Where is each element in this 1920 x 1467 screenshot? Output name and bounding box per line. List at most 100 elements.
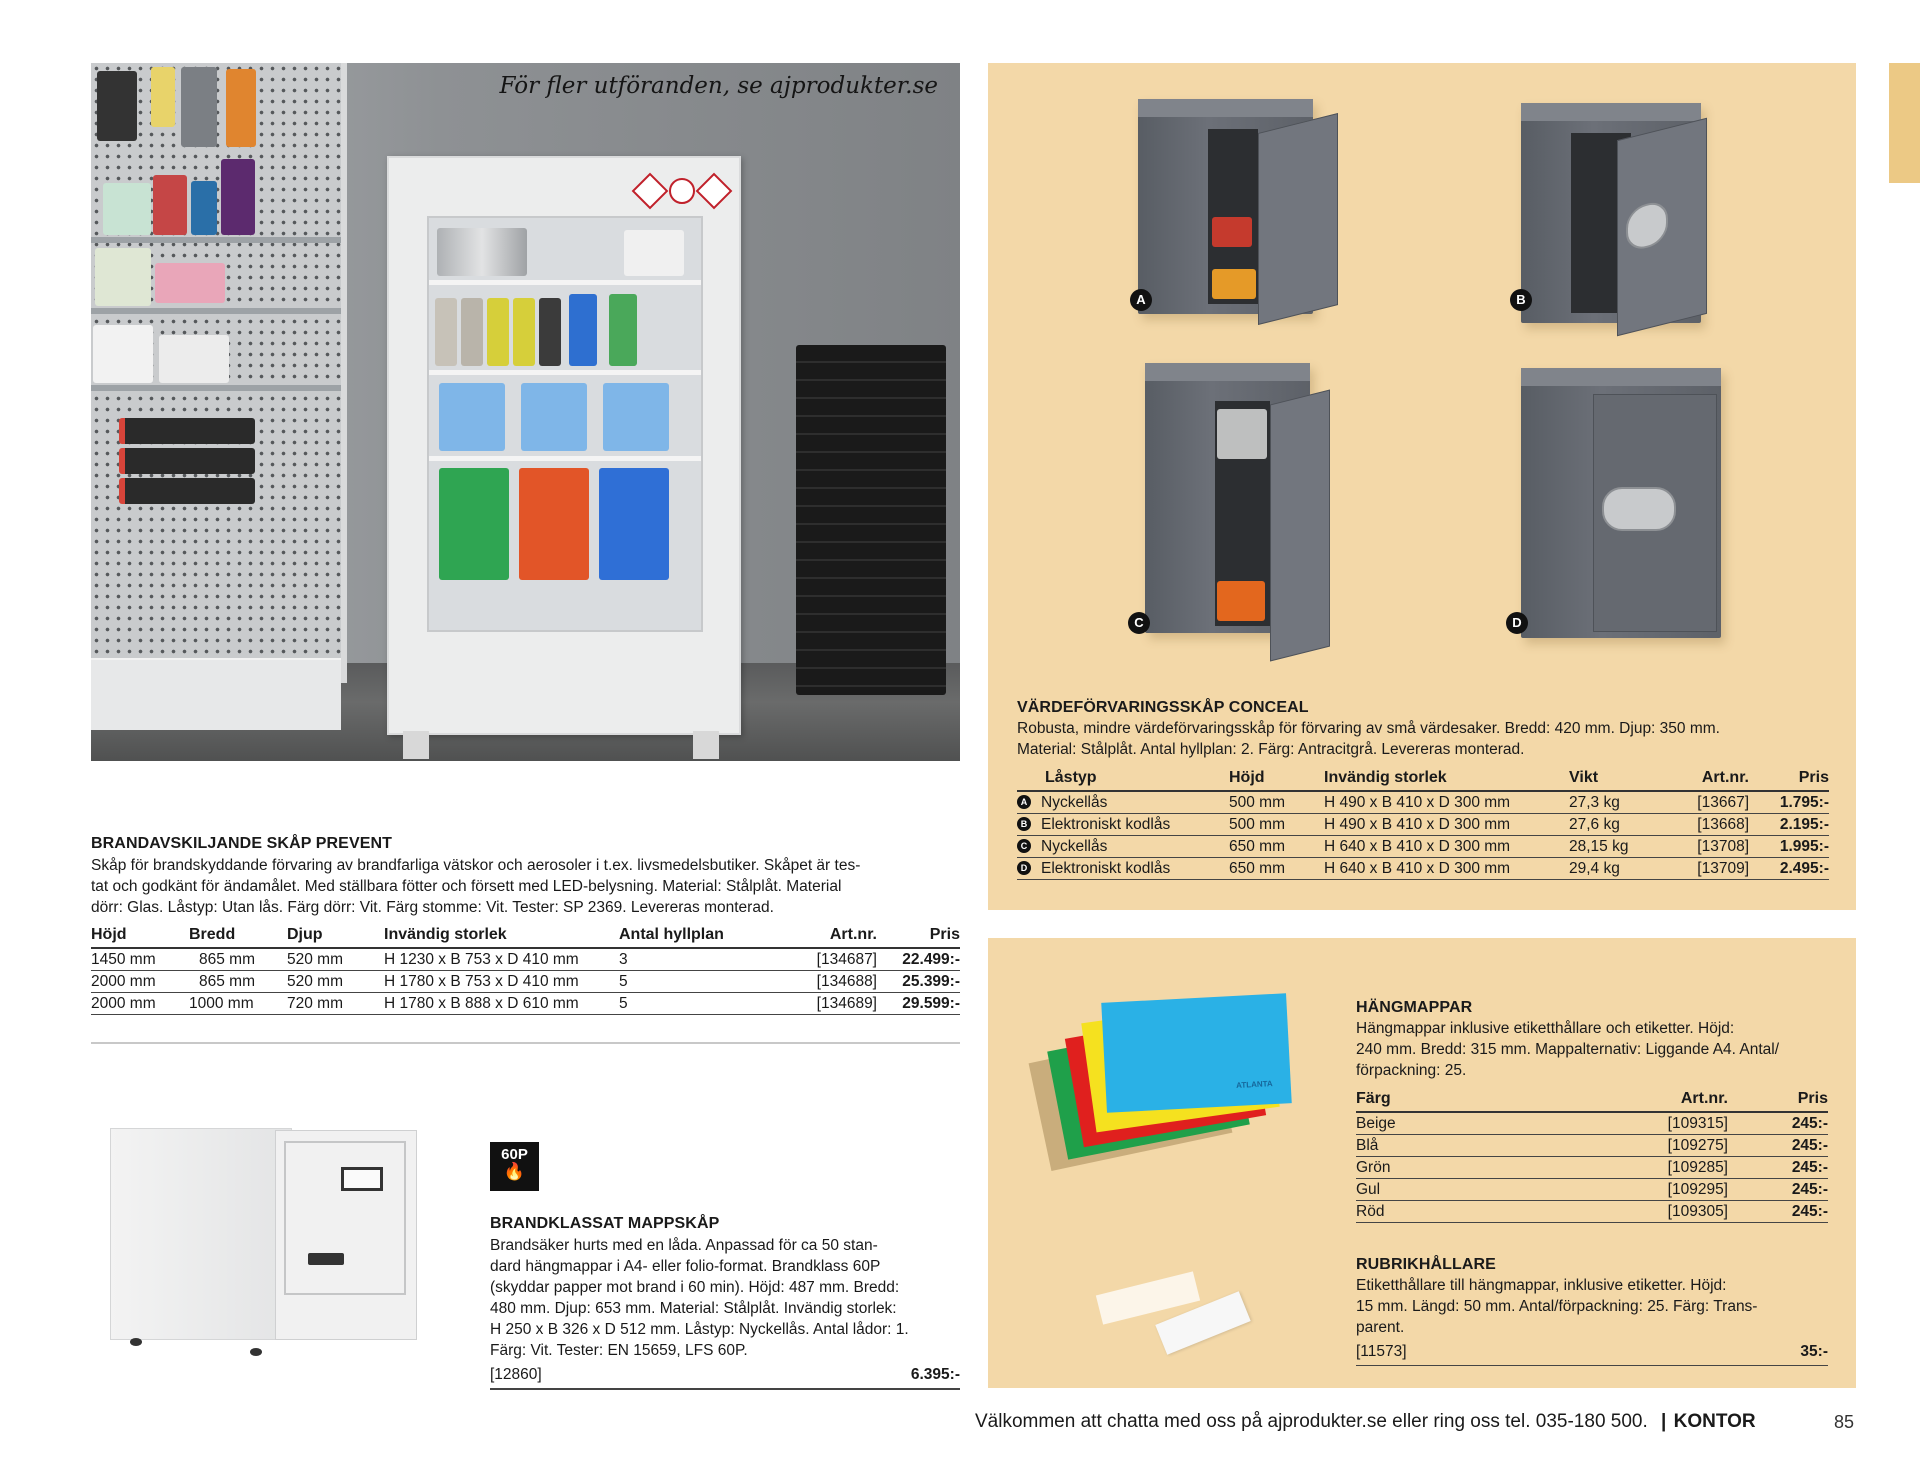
col-lastyp: Låstyp: [1017, 766, 1229, 792]
conceal-panel: A B C D VÄRDEFÖRVARINGSSKÅP CONCEAL Robu…: [988, 63, 1856, 910]
safe-b-image: [1521, 103, 1707, 337]
table-row: Grön[109285]245:-: [1356, 1156, 1828, 1179]
safe-c-image: [1145, 363, 1330, 662]
art-nr: [109285]: [1596, 1156, 1728, 1179]
art-nr: [13667]: [1659, 791, 1749, 814]
art-nr: [109295]: [1596, 1178, 1728, 1201]
price: 1.795:-: [1749, 791, 1829, 814]
art-nr: [134687]: [759, 948, 877, 971]
price: 245:-: [1728, 1200, 1828, 1223]
prevent-description: Skåp för brandskyddande förvaring av bra…: [91, 855, 960, 918]
cell: Beige: [1356, 1112, 1596, 1135]
col-hojd: Höjd: [1229, 766, 1324, 792]
cell: 3: [619, 948, 759, 971]
section-side-tab: [1889, 63, 1920, 183]
price: 1.995:-: [1749, 835, 1829, 858]
cell: 2000 mm: [91, 970, 189, 993]
art-nr: [12860]: [490, 1366, 542, 1383]
badge-b: B: [1510, 289, 1532, 311]
footer-contact-text: Välkommen att chatta med oss på ajproduk…: [975, 1411, 1648, 1432]
desc-line: (skyddar papper mot brand i 60 min). Höj…: [490, 1279, 900, 1296]
art-nr: [109275]: [1596, 1134, 1728, 1157]
marker-b-icon: B: [1017, 817, 1031, 832]
badge-d: D: [1506, 612, 1528, 634]
footer-section-label: KONTOR: [1673, 1411, 1756, 1432]
label-holder: [341, 1167, 383, 1191]
hangmappar-description: Hängmappar inklusive etiketthållare och …: [1356, 1018, 1828, 1081]
hangmappar-title: HÄNGMAPPAR: [1356, 999, 1473, 1016]
cabinet-foot: [403, 731, 429, 759]
cell: 500 mm: [1229, 813, 1324, 836]
page-footer: Välkommen att chatta med oss på ajproduk…: [975, 1411, 1756, 1433]
hangmappar-table: Färg Art.nr. Pris Beige[109315]245:- Blå…: [1356, 1087, 1828, 1223]
cell: 5: [619, 970, 759, 993]
desc-line: Material: Stålplåt. Antal hyllplan: 2. F…: [1017, 741, 1525, 758]
table-row: 2000 mm 865 mm 520 mm H 1780 x B 753 x D…: [91, 970, 960, 993]
art-nr: [109305]: [1596, 1200, 1728, 1223]
desc-line: Färg: Vit. Tester: EN 15659, LFS 60P.: [490, 1342, 748, 1359]
desc-line: Brandsäker hurts med en låda. Anpassad f…: [490, 1237, 878, 1254]
col-vikt: Vikt: [1569, 766, 1659, 792]
col-art-nr: Art.nr.: [1659, 766, 1749, 792]
cell: 28,15 kg: [1569, 835, 1659, 858]
cell: 27,3 kg: [1569, 791, 1659, 814]
cell: 1450 mm: [91, 948, 189, 971]
prevent-cabinet-photo: För fler utföranden, se ajprodukter.se: [91, 63, 960, 761]
desc-line: dard hängmappar i A4- eller folio-format…: [490, 1258, 881, 1275]
cell: Blå: [1356, 1134, 1596, 1157]
hanging-folders-image: ATLANTA: [1018, 988, 1318, 1208]
lastyp: Elektroniskt kodlås: [1041, 859, 1171, 877]
cabinet-front: [275, 1130, 417, 1340]
desc-line: 240 mm. Bredd: 315 mm. Mappalternativ: L…: [1356, 1041, 1780, 1058]
art-nr: [13708]: [1659, 835, 1749, 858]
mappskap-description: Brandsäker hurts med en låda. Anpassad f…: [490, 1235, 960, 1361]
col-bredd: Bredd: [189, 923, 287, 949]
col-invandig-storlek: Invändig storlek: [384, 923, 619, 949]
col-art-nr: Art.nr.: [1596, 1087, 1728, 1113]
art-nr: [13709]: [1659, 857, 1749, 880]
desc-line: H 250 x B 326 x D 512 mm. Låstyp: Nyckel…: [490, 1321, 909, 1338]
mappskap-price-row: [12860] 6.395:-: [490, 1366, 960, 1390]
cell: H 490 x B 410 x D 300 mm: [1324, 813, 1569, 836]
desc-line: dörr: Glas. Låstyp: Utan lås. Färg dörr:…: [91, 899, 774, 916]
table-header: Färg Art.nr. Pris: [1356, 1087, 1828, 1113]
hangmappar-panel: ATLANTA HÄNGMAPPAR Hängmappar inklusive …: [988, 938, 1856, 1388]
col-pris: Pris: [877, 923, 960, 949]
badge-c: C: [1128, 612, 1150, 634]
mappskap-image: [100, 1110, 430, 1360]
desc-line: förpackning: 25.: [1356, 1062, 1467, 1079]
table-row: 1450 mm 865 mm 520 mm H 1230 x B 753 x D…: [91, 948, 960, 971]
cell: 520 mm: [287, 970, 384, 993]
price: 245:-: [1728, 1134, 1828, 1157]
table-header: Höjd Bredd Djup Invändig storlek Antal h…: [91, 923, 960, 949]
prevent-title: BRANDAVSKILJANDE SKÅP PREVENT: [91, 835, 393, 852]
safe-d-image: [1521, 368, 1721, 638]
cell: 520 mm: [287, 948, 384, 971]
cell: 5: [619, 992, 759, 1015]
desc-line: tat och godkänt för ändamålet. Med ställ…: [91, 878, 842, 895]
desc-line: 15 mm. Längd: 50 mm. Antal/förpackning: …: [1356, 1298, 1758, 1315]
folder-brand-label: ATLANTA: [1235, 1079, 1273, 1090]
cell: Röd: [1356, 1200, 1596, 1223]
safe-a-image: [1138, 99, 1338, 325]
col-invandig-storlek: Invändig storlek: [1324, 766, 1569, 792]
lastyp: Nyckellås: [1041, 793, 1108, 811]
price: 2.195:-: [1749, 813, 1829, 836]
footer-separator: |: [1661, 1411, 1667, 1432]
lastyp: Elektroniskt kodlås: [1041, 815, 1171, 833]
rubrikhallare-description: Etiketthållare till hängmappar, inklusiv…: [1356, 1275, 1828, 1338]
cell: H 640 x B 410 x D 300 mm: [1324, 857, 1569, 880]
price: 22.499:-: [877, 948, 960, 971]
hangmappar-section: HÄNGMAPPAR Hängmappar inklusive etiketth…: [1356, 999, 1828, 1366]
art-nr: [11573]: [1356, 1343, 1407, 1360]
table-row: Blå[109275]245:-: [1356, 1134, 1828, 1157]
cell: 865 mm: [189, 948, 287, 971]
cabinet-foot: [693, 731, 719, 759]
conceal-table: Låstyp Höjd Invändig storlek Vikt Art.nr…: [1017, 766, 1829, 880]
cell: B Elektroniskt kodlås: [1017, 813, 1229, 836]
cell: H 1780 x B 888 x D 610 mm: [384, 992, 619, 1015]
